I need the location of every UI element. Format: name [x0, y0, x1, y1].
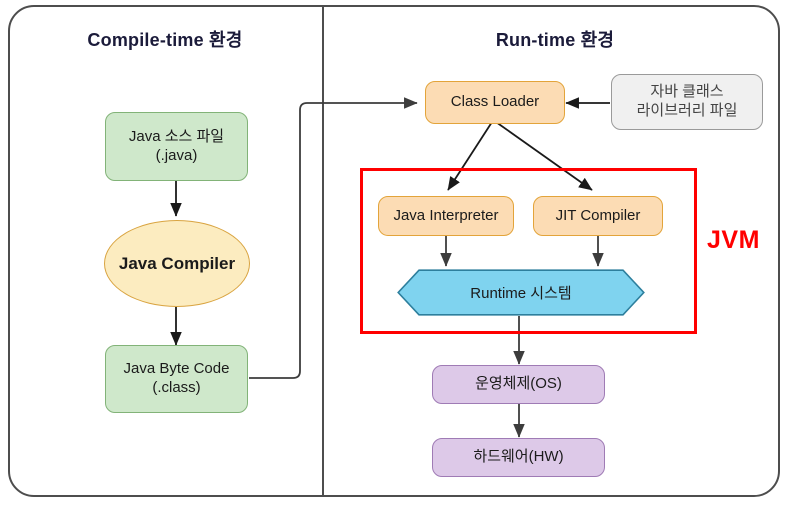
operating-system-label: 운영체제(OS) [475, 375, 562, 393]
java-source-line-2: (.java) [155, 146, 198, 164]
java-compiler-label: Java Compiler [118, 253, 236, 273]
java-bytecode-line-1: Java Byte Code [123, 360, 230, 378]
jit-compiler-label: JIT Compiler [555, 206, 641, 224]
class-library-line-2: 라이브러리 파일 [636, 102, 738, 119]
node-java-interpreter[interactable]: Java Interpreter [378, 196, 514, 236]
java-interpreter-label: Java Interpreter [393, 206, 499, 224]
java-source-line-1: Java 소스 파일 [128, 127, 225, 145]
node-java-class-library[interactable]: 자바 클래스 라이브러리 파일 [611, 74, 763, 130]
class-library-line-1: 자바 클래스 [650, 83, 724, 101]
compile-time-section-title: Compile-time 환경 [87, 30, 243, 50]
outer-frame [8, 5, 780, 497]
node-jit-compiler[interactable]: JIT Compiler [533, 196, 663, 236]
node-runtime-system[interactable]: Runtime 시스템 [397, 269, 645, 316]
node-java-source-file[interactable]: Java 소스 파일 (.java) [105, 112, 248, 181]
class-loader-label: Class Loader [450, 93, 540, 111]
jvm-label: JVM [707, 226, 760, 254]
section-divider [322, 5, 324, 497]
node-class-loader[interactable]: Class Loader [425, 81, 565, 124]
node-operating-system[interactable]: 운영체제(OS) [432, 365, 605, 404]
jvm-boundary-box [360, 168, 697, 334]
node-java-byte-code[interactable]: Java Byte Code (.class) [105, 345, 248, 413]
node-java-compiler[interactable]: Java Compiler [104, 220, 250, 307]
run-time-section-title: Run-time 환경 [495, 30, 615, 50]
java-bytecode-line-2: (.class) [152, 379, 201, 396]
node-hardware[interactable]: 하드웨어(HW) [432, 438, 605, 477]
hardware-label: 하드웨어(HW) [473, 448, 564, 466]
